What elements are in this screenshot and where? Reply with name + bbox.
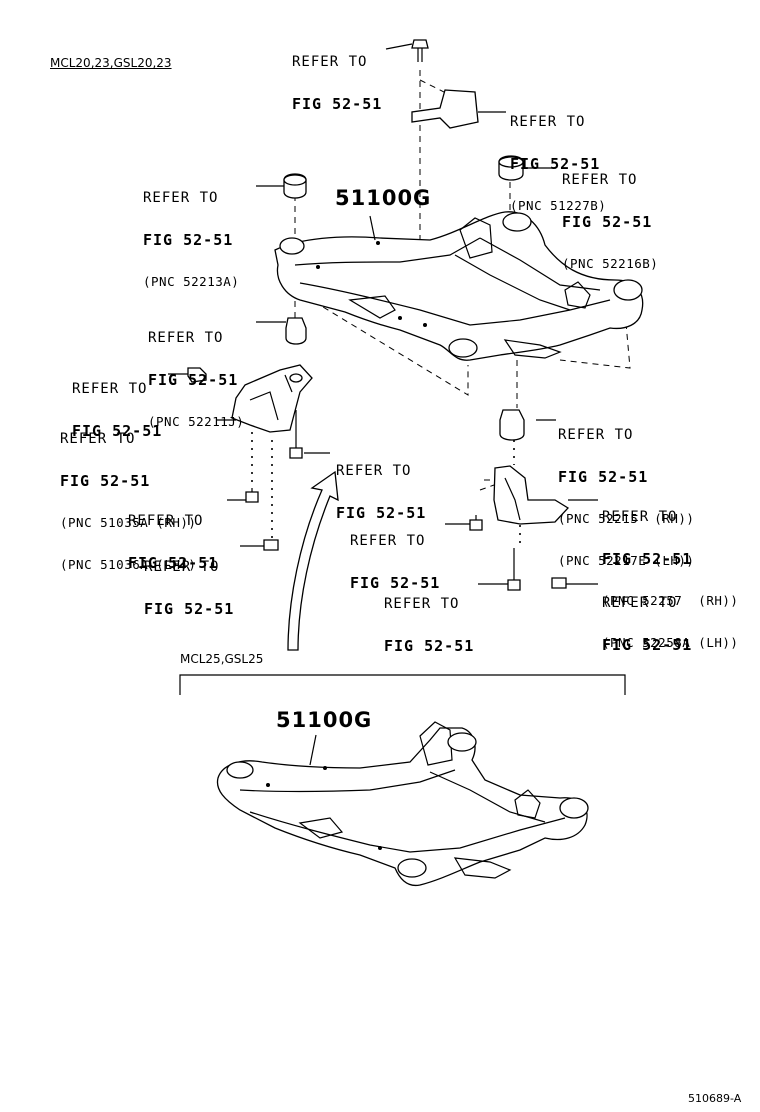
callout-stopper-bracket-left: REFER TO FIG 52-51 (PNC 51035A (RH)) (PN… xyxy=(60,431,197,572)
callout-nut-left-bottom: REFER TO FIG 52-51 xyxy=(144,559,235,618)
callout-nut-left: REFER TO FIG 52-51 xyxy=(72,381,163,440)
callout-bolt-left: REFER TO FIG 52-51 xyxy=(128,513,219,572)
callout-cushion-right: REFER TO FIG 52-51 (PNC 52216B) xyxy=(562,172,659,271)
model-label-upper: MCL20,23,GSL20,23 xyxy=(50,56,172,70)
callout-bolt-right: REFER TO FIG 52-51 xyxy=(350,533,441,592)
callout-top-bolt: REFER TO FIG 52-51 xyxy=(292,54,383,113)
callout-stopper-lower: REFER TO FIG 52-51 (PNC 52215 (RH)) (PNC… xyxy=(558,427,695,568)
model-label-lower: MCL25,GSL25 xyxy=(180,652,264,666)
callout-bolt-right-bottom: REFER TO FIG 52-51 xyxy=(384,596,475,655)
callout-long-bolt: REFER TO FIG 52-51 xyxy=(336,463,427,522)
callout-nut-right-bottom: REFER TO FIG 52-51 xyxy=(602,595,693,654)
part-number-lower: 51100G xyxy=(276,708,373,732)
lower-crossmember-drawing xyxy=(216,721,589,887)
upper-crossmember-drawing xyxy=(168,39,644,591)
callout-stopper-bracket-right: REFER TO FIG 52-51 (PNC 52257 (RH)) (PNC… xyxy=(602,509,739,650)
part-number-upper: 51100G xyxy=(335,186,432,210)
figure-code: 510689-A xyxy=(688,1092,742,1105)
transition-arrow xyxy=(287,470,339,651)
callout-stopper-upper: REFER TO FIG 52-51 (PNC 52211J) xyxy=(148,330,245,429)
callout-cushion-left: REFER TO FIG 52-51 (PNC 52213A) xyxy=(143,190,240,289)
callout-bracket: REFER TO FIG 52-51 (PNC 51227B) xyxy=(510,114,607,213)
